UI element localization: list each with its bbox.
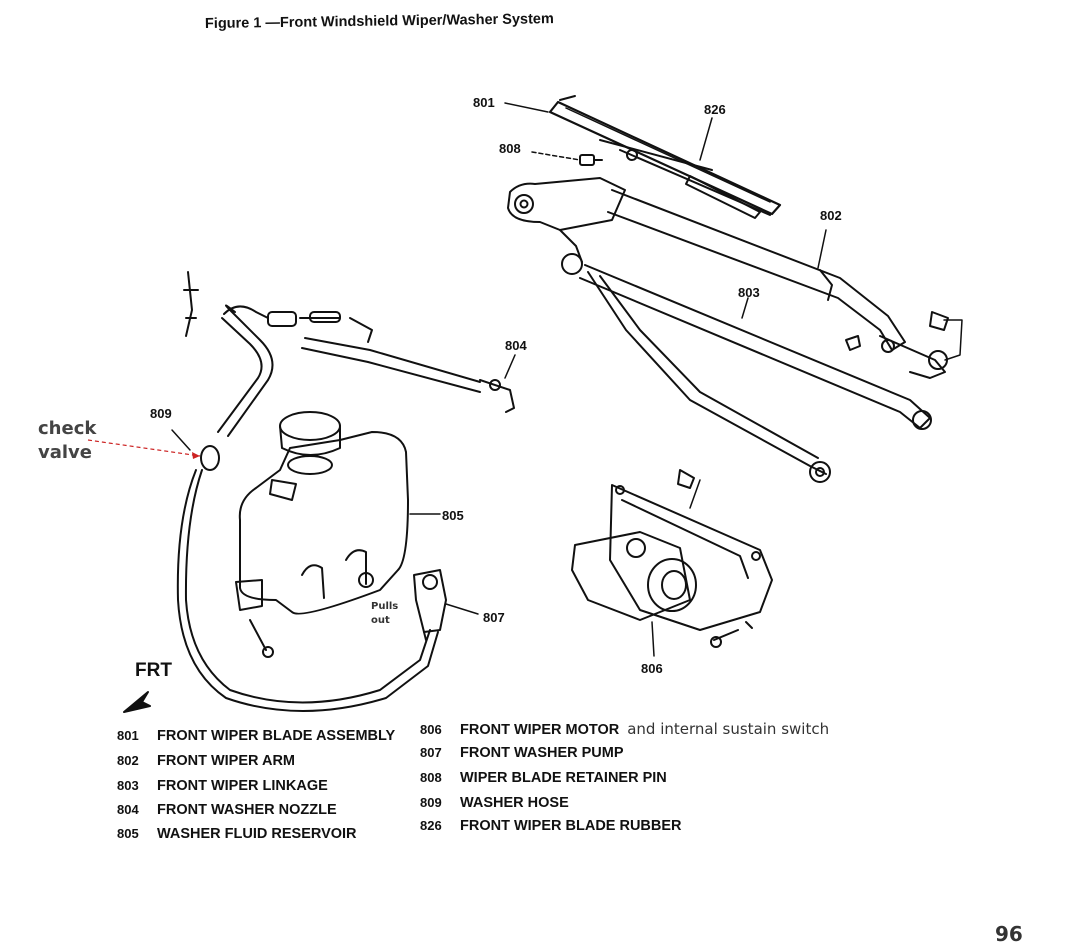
legend-row-802: 802 FRONT WIPER ARM — [117, 753, 295, 777]
legend-num: 807 — [420, 745, 442, 760]
callout-801: 801 — [473, 95, 495, 110]
legend-text: FRONT WIPER ARM — [157, 753, 296, 769]
pulls-out-note-line2: out — [371, 615, 390, 626]
legend-text: FRONT WIPER MOTOR — [460, 722, 620, 738]
wiper-motor — [571, 469, 773, 657]
callout-805: 805 — [442, 508, 464, 523]
legend-row-807: 807 FRONT WASHER PUMP — [420, 745, 624, 769]
motor-extra-note: and internal sustain switch — [627, 720, 830, 738]
legend-text: FRONT WIPER LINKAGE — [157, 778, 328, 794]
callout-803: 803 — [738, 285, 760, 300]
legend-row-801: 801 FRONT WIPER BLADE ASSEMBLY — [117, 728, 395, 752]
legend-text: WASHER HOSE — [460, 795, 569, 811]
legend-row-803: 803 FRONT WIPER LINKAGE — [117, 778, 328, 802]
legend-num: 809 — [420, 795, 442, 810]
legend-num: 808 — [420, 770, 442, 785]
legend-text: FRONT WIPER BLADE RUBBER — [460, 818, 682, 834]
legend-row-808: 808 WIPER BLADE RETAINER PIN — [420, 770, 667, 794]
legend-num: 806 — [420, 722, 442, 737]
callout-802: 802 — [820, 208, 842, 223]
check-valve-note-line2: valve — [38, 442, 92, 463]
legend-text: FRONT WIPER BLADE ASSEMBLY — [157, 728, 396, 744]
legend-num: 802 — [117, 753, 139, 768]
legend-text: FRONT WASHER PUMP — [460, 745, 624, 761]
legend-row-806: 806 FRONT WIPER MOTOR and internal sustain… — [420, 720, 829, 744]
callout-826: 826 — [704, 102, 726, 117]
legend-num: 826 — [420, 818, 442, 833]
front-arrow — [123, 691, 151, 713]
callout-804: 804 — [505, 338, 527, 353]
wiper-linkage — [579, 264, 963, 483]
washer-hose — [171, 271, 516, 712]
legend-num: 804 — [117, 802, 139, 817]
page-number: 96 — [995, 922, 1023, 946]
legend-text: WIPER BLADE RETAINER PIN — [460, 770, 667, 786]
check-valve-note: check valve — [38, 417, 96, 465]
legend-row-805: 805 WASHER FLUID RESERVOIR — [117, 826, 357, 850]
legend-row-809: 809 WASHER HOSE — [420, 795, 569, 819]
legend-num: 803 — [117, 778, 139, 793]
retainer-pin — [531, 149, 638, 166]
callout-808: 808 — [499, 141, 521, 156]
callout-809: 809 — [150, 406, 172, 421]
legend-row-826: 826 FRONT WIPER BLADE RUBBER — [420, 818, 682, 842]
washer-fluid-reservoir — [235, 411, 441, 658]
callout-807: 807 — [483, 610, 505, 625]
washer-pump — [413, 569, 479, 641]
wiper-blade-assembly — [504, 95, 782, 219]
front-direction-label: FRT — [135, 660, 172, 681]
legend-text: WASHER FLUID RESERVOIR — [157, 826, 357, 842]
legend-num: 801 — [117, 728, 139, 743]
legend-num: 805 — [117, 826, 139, 841]
wiper-arm — [507, 177, 906, 351]
callout-806: 806 — [641, 661, 663, 676]
legend-row-804: 804 FRONT WASHER NOZZLE — [117, 802, 337, 826]
pulls-out-note: Pulls out — [371, 600, 398, 628]
pulls-out-note-line1: Pulls — [371, 601, 399, 612]
legend-text: FRONT WASHER NOZZLE — [157, 802, 337, 818]
check-valve-note-line1: check — [38, 418, 97, 439]
check-valve-arrow — [87, 439, 201, 457]
